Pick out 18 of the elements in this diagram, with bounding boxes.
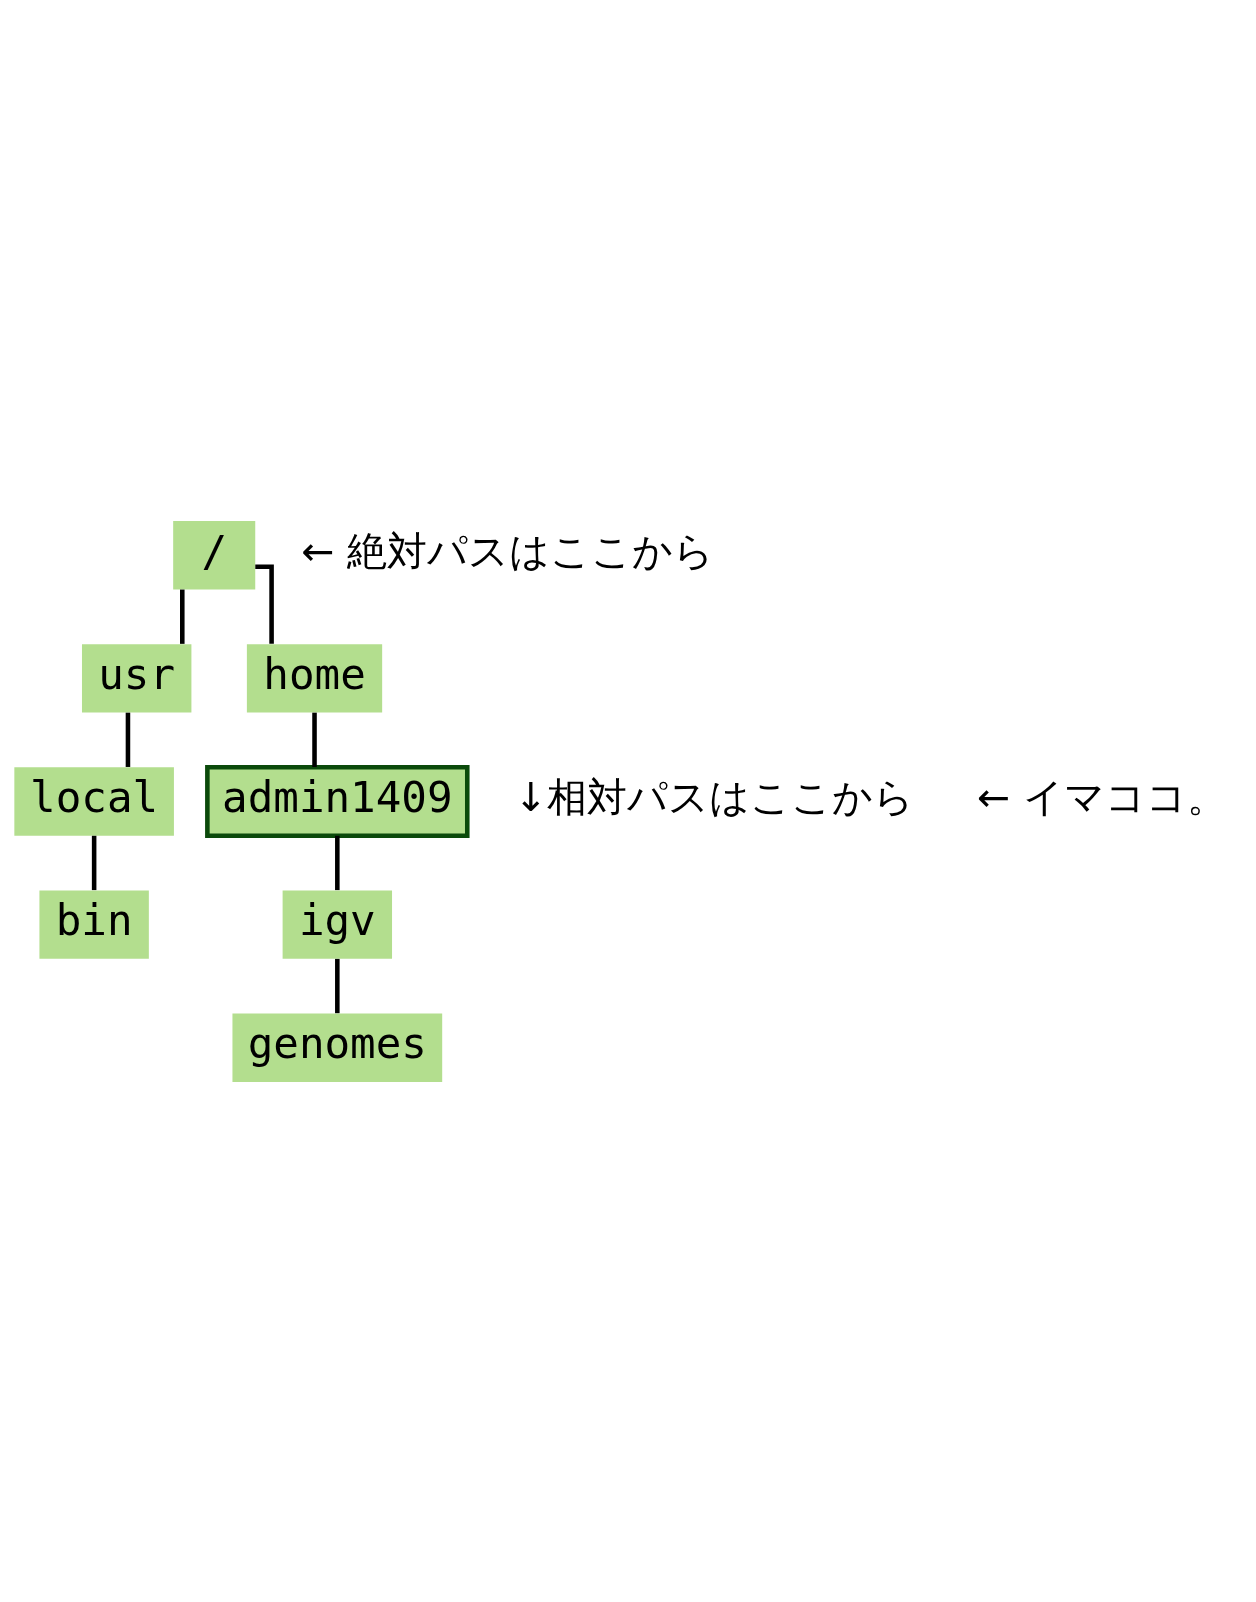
node-box: genomes [232, 1013, 443, 1082]
node-box: home [246, 643, 383, 713]
connector [180, 589, 185, 644]
connector [335, 835, 340, 890]
node-label: ← イマココ。 [977, 773, 1227, 820]
node-label: ← 絶対パスはここから [301, 527, 714, 574]
node-label: ↓相対パスはここから [514, 773, 915, 820]
node-box: / [173, 520, 256, 589]
node-box: local [14, 766, 174, 836]
node-box: igv [282, 889, 393, 959]
node-box: admin1409 [205, 764, 470, 838]
node-box: usr [82, 643, 192, 713]
connector [125, 712, 131, 767]
connector [335, 958, 340, 1013]
node-box: bin [39, 889, 149, 959]
connector [312, 712, 317, 767]
connector [255, 563, 274, 644]
connector [91, 835, 97, 890]
